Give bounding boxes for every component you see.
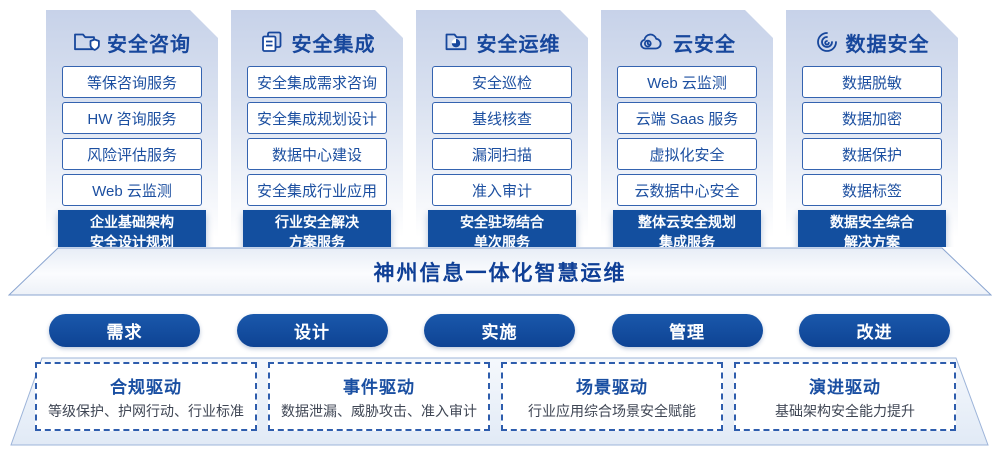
highlight-service[interactable]: 行业安全解决 方案服务: [243, 210, 391, 250]
cloud-icon: [638, 30, 666, 54]
folder-shield-icon: [73, 30, 100, 54]
service-item[interactable]: 安全集成规划设计: [247, 102, 387, 134]
card-items: 数据脱敏 数据加密 数据保护 数据标签: [786, 66, 958, 206]
card-header: 数据安全: [786, 26, 958, 58]
service-item[interactable]: 基线核查: [432, 102, 572, 134]
highlight-line: 安全设计规划: [90, 234, 174, 250]
service-item[interactable]: 数据加密: [802, 102, 942, 134]
highlight-line: 解决方案: [844, 234, 900, 250]
driver-title: 场景驱动: [576, 377, 648, 397]
card-header: 云安全: [601, 26, 773, 58]
card-items: 等保咨询服务 HW 咨询服务 风险评估服务 Web 云监测: [46, 66, 218, 206]
driver-compliance[interactable]: 合规驱动 等级保护、护网行动、行业标准: [35, 362, 257, 431]
fingerprint-icon: [815, 30, 839, 54]
service-item[interactable]: 数据标签: [802, 174, 942, 206]
service-item[interactable]: Web 云监测: [617, 66, 757, 98]
step-pill[interactable]: 需求: [49, 314, 200, 347]
service-item[interactable]: 虚拟化安全: [617, 138, 757, 170]
service-item[interactable]: 等保咨询服务: [62, 66, 202, 98]
copy-documents-icon: [259, 30, 285, 54]
highlight-line: 单次服务: [474, 234, 530, 250]
card-items: Web 云监测 云端 Saas 服务 虚拟化安全 云数据中心安全: [601, 66, 773, 206]
card-title: 数据安全: [845, 33, 930, 56]
service-item[interactable]: 数据脱敏: [802, 66, 942, 98]
service-item[interactable]: 漏洞扫描: [432, 138, 572, 170]
service-item[interactable]: 数据保护: [802, 138, 942, 170]
banner-platform: 神州信息一体化智慧运维: [8, 247, 992, 296]
highlight-service[interactable]: 整体云安全规划 集成服务: [613, 210, 761, 250]
highlight-line: 整体云安全规划: [638, 213, 736, 230]
folder-pie-icon: [444, 30, 470, 54]
driver-boxes: 合规驱动 等级保护、护网行动、行业标准 事件驱动 数据泄漏、威胁攻击、准入审计 …: [35, 362, 956, 431]
card-header: 安全咨询: [46, 26, 218, 58]
card-header: 安全集成: [231, 26, 403, 58]
service-item[interactable]: 安全巡检: [432, 66, 572, 98]
card-data-security: 数据安全 数据脱敏 数据加密 数据保护 数据标签 数据安全综合 解决方案: [786, 10, 958, 247]
highlight-line: 数据安全综合: [830, 213, 914, 230]
driver-desc: 等级保护、护网行动、行业标准: [48, 402, 244, 419]
driver-title: 合规驱动: [110, 377, 182, 397]
service-item[interactable]: 安全集成行业应用: [247, 174, 387, 206]
card-title: 安全集成: [291, 33, 376, 56]
step-pill[interactable]: 管理: [611, 314, 763, 347]
banner-trapezoid-shape: [8, 247, 992, 296]
card-security-operations: 安全运维 安全巡检 基线核查 漏洞扫描 准入审计 安全驻场结合 单次服务: [416, 10, 588, 247]
highlight-service[interactable]: 安全驻场结合 单次服务: [428, 210, 576, 250]
driver-title: 演进驱动: [809, 377, 881, 397]
step-pill[interactable]: 实施: [424, 314, 575, 347]
banner-title: 神州信息一体化智慧运维: [373, 261, 627, 285]
highlight-line: 行业安全解决: [275, 213, 359, 230]
service-item[interactable]: Web 云监测: [62, 174, 202, 206]
step-pill[interactable]: 改进: [799, 314, 950, 347]
highlight-line: 企业基础架构: [90, 213, 174, 230]
card-items: 安全集成需求咨询 安全集成规划设计 数据中心建设 安全集成行业应用: [231, 66, 403, 206]
card-security-integration: 安全集成 安全集成需求咨询 安全集成规划设计 数据中心建设 安全集成行业应用 行…: [231, 10, 403, 247]
service-item[interactable]: 安全集成需求咨询: [247, 66, 387, 98]
service-item[interactable]: 云端 Saas 服务: [617, 102, 757, 134]
card-title: 云安全: [673, 33, 736, 56]
service-item[interactable]: 风险评估服务: [62, 138, 202, 170]
highlight-service[interactable]: 数据安全综合 解决方案: [798, 210, 946, 250]
card-header: 安全运维: [416, 26, 588, 58]
driver-title: 事件驱动: [343, 377, 415, 397]
card-cloud-security: 云安全 Web 云监测 云端 Saas 服务 虚拟化安全 云数据中心安全 整体云…: [601, 10, 773, 247]
card-title: 安全运维: [476, 33, 561, 56]
service-item[interactable]: 数据中心建设: [247, 138, 387, 170]
highlight-line: 集成服务: [659, 234, 715, 250]
highlight-line: 方案服务: [289, 234, 345, 250]
service-item[interactable]: 准入审计: [432, 174, 572, 206]
driver-desc: 行业应用综合场景安全赋能: [528, 402, 696, 419]
driver-desc: 基础架构安全能力提升: [775, 402, 915, 419]
service-item[interactable]: 云数据中心安全: [617, 174, 757, 206]
highlight-line: 安全驻场结合: [460, 213, 544, 230]
driver-desc: 数据泄漏、威胁攻击、准入审计: [281, 402, 477, 419]
process-steps: 需求 设计 实施 管理 改进: [49, 314, 950, 347]
card-title: 安全咨询: [107, 33, 191, 56]
card-security-consulting: 安全咨询 等保咨询服务 HW 咨询服务 风险评估服务 Web 云监测 企业基础架…: [46, 10, 218, 247]
service-item[interactable]: HW 咨询服务: [62, 102, 202, 134]
highlight-service[interactable]: 企业基础架构 安全设计规划: [58, 210, 206, 250]
driver-evolution[interactable]: 演进驱动 基础架构安全能力提升: [734, 362, 956, 431]
card-items: 安全巡检 基线核查 漏洞扫描 准入审计: [416, 66, 588, 206]
driver-scenario[interactable]: 场景驱动 行业应用综合场景安全赋能: [501, 362, 723, 431]
step-pill[interactable]: 设计: [236, 314, 388, 347]
driver-incident[interactable]: 事件驱动 数据泄漏、威胁攻击、准入审计: [268, 362, 490, 431]
